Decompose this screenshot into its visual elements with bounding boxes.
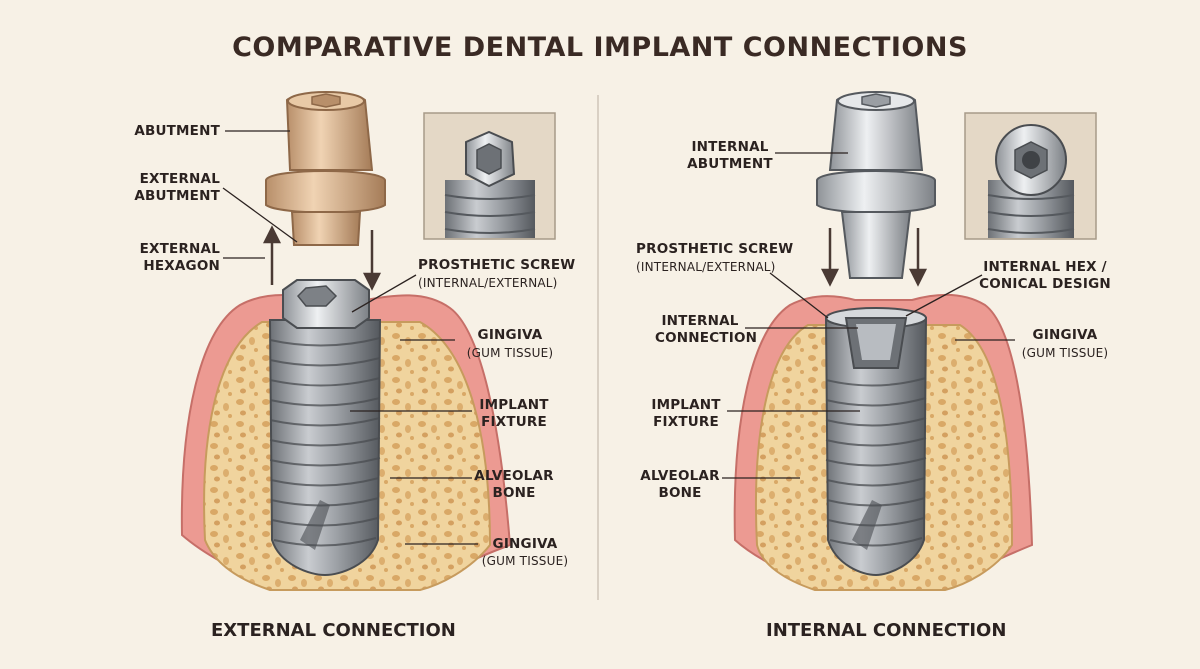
label-prosthetic-screw-right: PROSTHETIC SCREW	[636, 241, 794, 257]
right-arrows	[820, 228, 928, 287]
caption-external-connection: EXTERNAL CONNECTION	[211, 620, 456, 641]
label-implant-fixture-right: IMPLANT FIXTURE	[651, 397, 721, 430]
label-prosthetic-screw-left-sub: (INTERNAL/EXTERNAL)	[418, 276, 558, 290]
page-title: COMPARATIVE DENTAL IMPLANT CONNECTIONS	[232, 32, 968, 63]
right-illustration	[722, 91, 1097, 591]
label-gingiva-bottom-sub: (GUM TISSUE)	[481, 554, 569, 568]
label-gingiva-bottom: GINGIVA	[492, 536, 558, 552]
left-arrows	[262, 225, 382, 291]
label-prosthetic-screw-right-sub: (INTERNAL/EXTERNAL)	[636, 260, 776, 274]
right-leader-lines	[722, 152, 1015, 479]
right-implant-fixture	[824, 317, 928, 577]
label-alveolar-bone-left: ALVEOLAR BONE	[474, 468, 554, 501]
right-abutment	[816, 91, 936, 279]
right-inset-detail	[964, 112, 1097, 240]
left-leader-lines	[222, 130, 478, 545]
label-external-abutment: EXTERNAL ABUTMENT	[134, 171, 220, 204]
label-abutment: ABUTMENT	[134, 123, 220, 139]
label-internal-hex-conical: INTERNAL HEX / CONICAL DESIGN	[979, 259, 1111, 292]
label-implant-fixture-left: IMPLANT FIXTURE	[479, 397, 549, 430]
label-internal-abutment: INTERNAL ABUTMENT	[687, 139, 773, 172]
right-internal-connection	[825, 307, 927, 369]
label-gingiva-left: GINGIVA	[477, 327, 543, 343]
left-illustration	[180, 91, 556, 591]
caption-internal-connection: INTERNAL CONNECTION	[766, 620, 1007, 641]
label-external-hexagon: EXTERNAL HEXAGON	[139, 241, 220, 274]
label-gingiva-right-sub: (GUM TISSUE)	[1021, 346, 1109, 360]
label-gingiva-right: GINGIVA	[1032, 327, 1098, 343]
left-inset-detail	[423, 112, 556, 240]
label-gingiva-left-sub: (GUM TISSUE)	[466, 346, 554, 360]
label-prosthetic-screw-left: PROSTHETIC SCREW	[418, 257, 576, 273]
left-implant-fixture	[268, 319, 382, 577]
label-internal-connection: INTERNAL CONNECTION	[655, 313, 758, 346]
left-abutment	[265, 91, 386, 246]
label-alveolar-bone-right: ALVEOLAR BONE	[640, 468, 720, 501]
